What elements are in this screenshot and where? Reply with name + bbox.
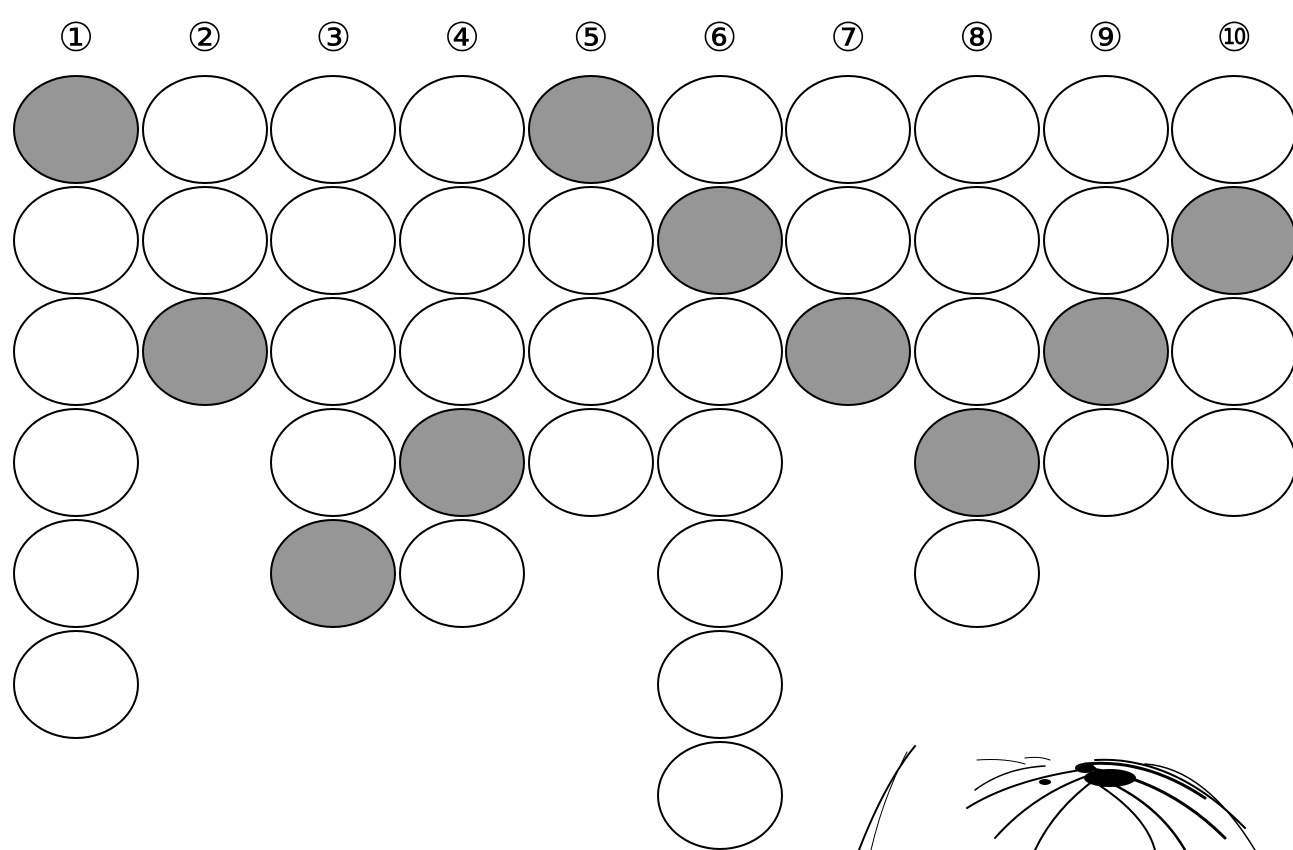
- empty-circle: [399, 297, 525, 406]
- empty-circle: [270, 297, 396, 406]
- filled-circle: [1043, 297, 1169, 406]
- empty-circle: [1171, 408, 1293, 517]
- sketch-stroke: [1035, 778, 1097, 850]
- empty-circle: [528, 408, 654, 517]
- empty-circle: [13, 519, 139, 628]
- empty-circle: [914, 186, 1040, 295]
- filled-circle: [142, 297, 268, 406]
- empty-circle: [399, 519, 525, 628]
- sketch-blot: [1039, 779, 1051, 785]
- sketch-stroke: [1145, 764, 1255, 850]
- filled-circle: [1171, 186, 1293, 295]
- sketch-stroke: [871, 752, 907, 850]
- empty-circle: [142, 75, 268, 184]
- empty-circle: [657, 408, 783, 517]
- filled-circle: [914, 408, 1040, 517]
- empty-circle: [270, 75, 396, 184]
- filled-circle: [270, 519, 396, 628]
- empty-circle: [657, 741, 783, 850]
- filled-circle: [657, 186, 783, 295]
- empty-circle: [528, 297, 654, 406]
- filled-circle: [785, 297, 911, 406]
- sketch-stroke: [977, 760, 1025, 765]
- empty-circle: [270, 408, 396, 517]
- filled-circle: [528, 75, 654, 184]
- empty-circle: [914, 297, 1040, 406]
- sketch-blot: [1084, 769, 1136, 787]
- empty-circle: [914, 519, 1040, 628]
- empty-circle: [914, 75, 1040, 184]
- empty-circle: [657, 519, 783, 628]
- sketch-stroke: [1025, 757, 1050, 760]
- empty-circle: [13, 630, 139, 739]
- empty-circle: [657, 75, 783, 184]
- empty-circle: [1043, 75, 1169, 184]
- empty-circle: [399, 186, 525, 295]
- empty-circle: [13, 408, 139, 517]
- empty-circle: [13, 297, 139, 406]
- empty-circle: [13, 186, 139, 295]
- empty-circle: [657, 630, 783, 739]
- empty-circle: [1043, 408, 1169, 517]
- empty-circle: [1043, 186, 1169, 295]
- sketch-blot: [1075, 763, 1095, 773]
- filled-circle: [13, 75, 139, 184]
- empty-circle: [785, 186, 911, 295]
- sketch-stroke: [967, 768, 1095, 808]
- empty-circle: [1171, 297, 1293, 406]
- empty-circle: [270, 186, 396, 295]
- empty-circle: [528, 186, 654, 295]
- empty-circle: [1171, 75, 1293, 184]
- empty-circle: [785, 75, 911, 184]
- empty-circle: [142, 186, 268, 295]
- filled-circle: [399, 408, 525, 517]
- sketch-strokes: [845, 738, 1265, 850]
- empty-circle: [657, 297, 783, 406]
- empty-circle: [399, 75, 525, 184]
